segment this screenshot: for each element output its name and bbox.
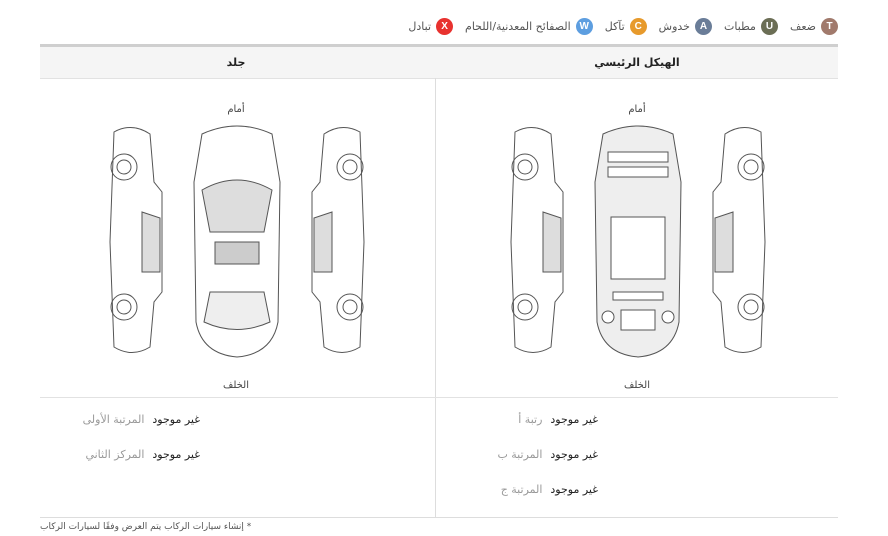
grade-label: المرتبة الأولى: [82, 413, 145, 426]
legend-badge: C: [629, 18, 647, 35]
legend-badge: U: [760, 18, 778, 35]
front-label: أمام: [628, 104, 646, 115]
leather-grades: غير موجود المرتبة الأولى غير موجود المركز …: [83, 413, 200, 483]
legend-item-exchange: X تبادل: [408, 18, 454, 35]
legend-item-corrosion: C تآكل: [605, 18, 647, 35]
legend-badge: T: [821, 18, 838, 35]
column-divider: [435, 78, 436, 517]
grade-value: غير موجود: [152, 448, 200, 461]
rear-label: الخلف: [624, 380, 650, 391]
grade-value: غير موجود: [550, 483, 598, 496]
legend-label: مطبات: [724, 20, 756, 33]
inspection-table: جلد الهيكل الرئيسي أمام الخلف أمام الخلف: [40, 44, 838, 518]
legend-item-dents: U مطبات: [724, 18, 778, 35]
grade-row: غير موجود رتبة أ: [497, 413, 598, 448]
leather-car-diagram: [109, 125, 365, 358]
legend-badge: A: [695, 18, 712, 35]
grade-value: غير موجود: [550, 448, 598, 461]
legend-badge: X: [436, 18, 454, 35]
legend-label: تآكل: [604, 20, 625, 33]
row-divider: [40, 397, 838, 398]
rear-label: الخلف: [223, 380, 249, 391]
damage-legend: T ضعف U مطبات A خدوش C تآكل W الصفائح المعدني…: [402, 18, 838, 35]
column-main-frame: الهيكل الرئيسي: [594, 56, 680, 69]
legend-label: خدوش: [658, 20, 690, 33]
legend-label: ضعف: [789, 20, 816, 33]
grade-label: المرتبة ج: [500, 483, 543, 496]
legend-item-weakness: T ضعف: [790, 18, 838, 35]
grade-row: غير موجود المرتبة ب: [497, 448, 598, 483]
grade-label: المركز الثاني: [85, 448, 145, 461]
grade-value: غير موجود: [550, 413, 598, 426]
legend-label: الصفائح المعدنية/اللحام: [465, 20, 571, 33]
legend-item-scratches: A خدوش: [659, 18, 712, 35]
grade-row: غير موجود المرتبة الأولى: [83, 413, 200, 448]
legend-item-sheet-metal: W الصفائح المعدنية/اللحام: [465, 18, 593, 35]
table-header: جلد الهيكل الرئيسي: [40, 47, 838, 79]
main-frame-grades: غير موجود رتبة أ غير موجود المرتبة ب غير م…: [497, 413, 598, 518]
column-leather: جلد: [226, 56, 246, 69]
front-label: أمام: [227, 104, 245, 115]
grade-label: المرتبة ب: [497, 448, 543, 461]
grade-row: غير موجود المركز الثاني: [83, 448, 200, 483]
grade-value: غير موجود: [152, 413, 200, 426]
grade-row: غير موجود المرتبة ج: [497, 483, 598, 518]
grade-label: رتبة أ: [518, 413, 543, 426]
footnote: * إنشاء سيارات الركاب يتم العرض وفقًا لس…: [40, 522, 252, 532]
legend-label: تبادل: [408, 20, 432, 33]
main-frame-car-diagram: [510, 125, 766, 358]
legend-badge: W: [575, 18, 593, 35]
